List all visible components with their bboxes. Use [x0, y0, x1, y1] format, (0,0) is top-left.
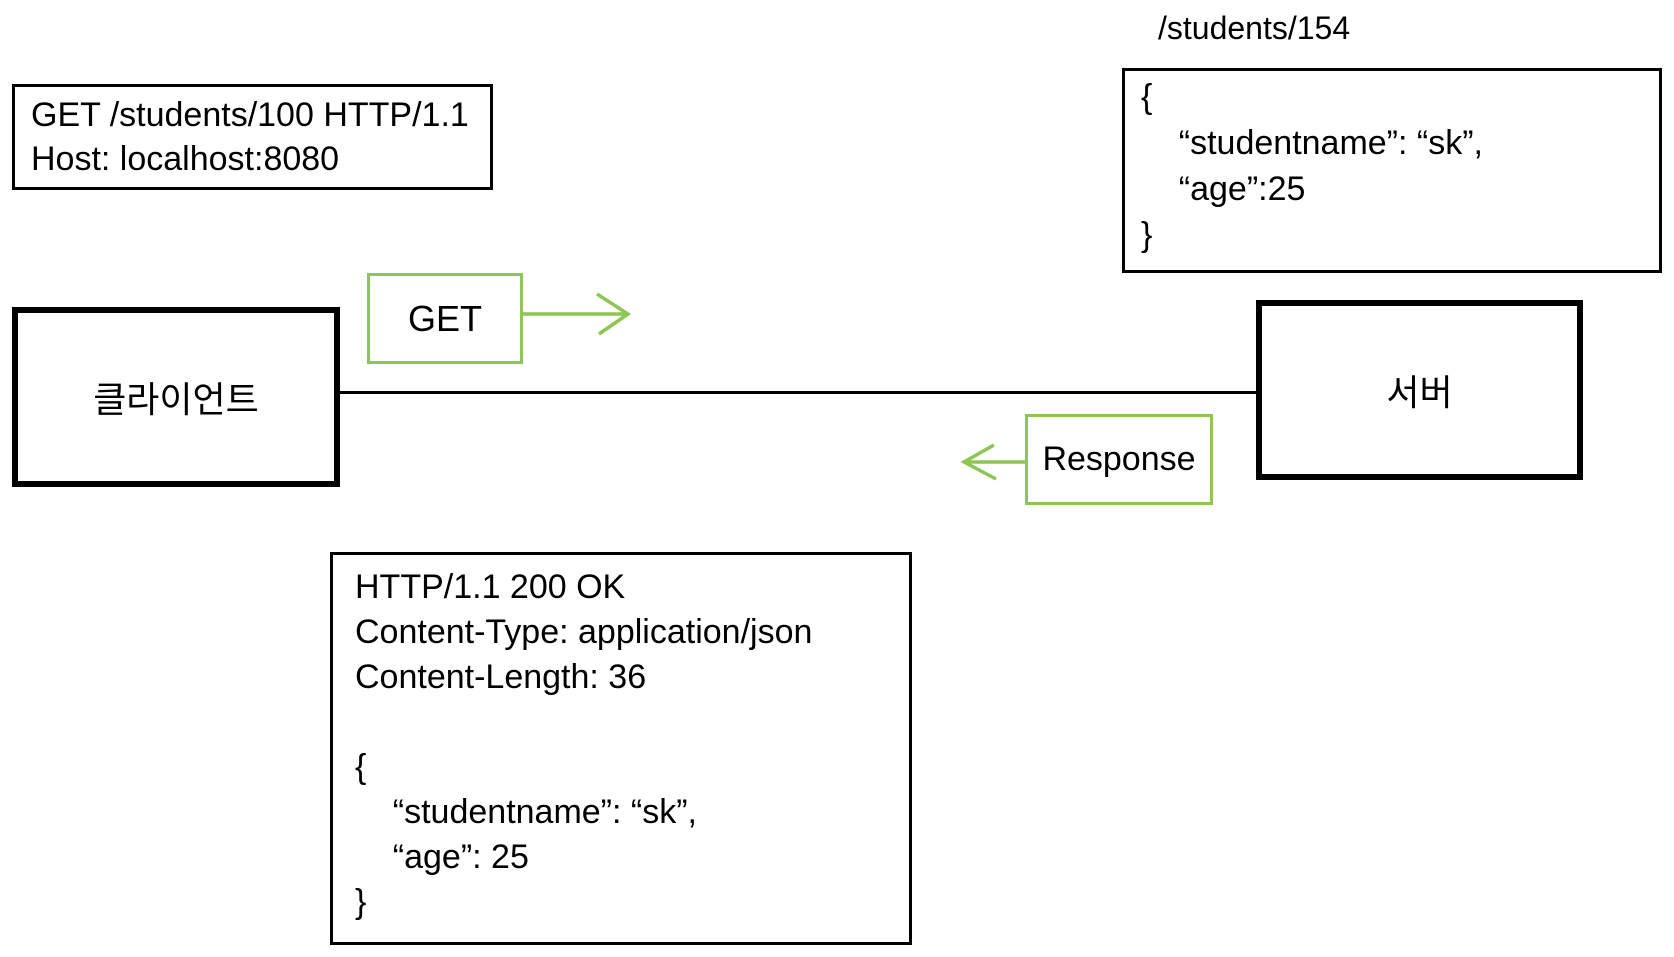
json-line: {: [1141, 78, 1153, 116]
get-label-box: GET: [367, 273, 523, 364]
http-response-line: {: [355, 748, 367, 786]
client-label: 클라이언트: [93, 379, 259, 420]
http-response-line: “studentname”: “sk”,: [355, 793, 697, 831]
json-line: }: [1141, 216, 1153, 254]
http-response-line: Content-Length: 36: [355, 658, 647, 696]
response-arrow-icon: [956, 438, 1028, 486]
server-box: 서버: [1256, 300, 1583, 480]
http-response-line: “age”: 25: [355, 838, 529, 876]
server-label: 서버: [1386, 372, 1453, 413]
client-server-connector-line: [340, 391, 1256, 394]
http-response-line: }: [355, 883, 367, 921]
json-line: “age”:25: [1141, 170, 1306, 208]
response-label-box: Response: [1025, 414, 1213, 505]
http-request-box: GET /students/100 HTTP/1.1 Host: localho…: [12, 84, 493, 190]
server-resource-json-box: { “studentname”: “sk”, “age”:25 }: [1122, 68, 1662, 273]
http-response-line: Content-Type: application/json: [355, 613, 813, 651]
http-response-box: HTTP/1.1 200 OK Content-Type: applicatio…: [330, 552, 912, 945]
http-response-line: [355, 700, 887, 745]
client-box: 클라이언트: [12, 307, 340, 487]
response-label: Response: [1042, 440, 1196, 478]
get-arrow-icon: [521, 286, 639, 342]
resource-path-label: /students/154: [1158, 10, 1351, 46]
json-line: “studentname”: “sk”,: [1141, 124, 1483, 162]
http-request-line: Host: localhost:8080: [31, 140, 340, 178]
http-response-line: HTTP/1.1 200 OK: [355, 568, 626, 606]
http-request-line: GET /students/100 HTTP/1.1: [31, 96, 469, 134]
get-label: GET: [407, 297, 482, 339]
